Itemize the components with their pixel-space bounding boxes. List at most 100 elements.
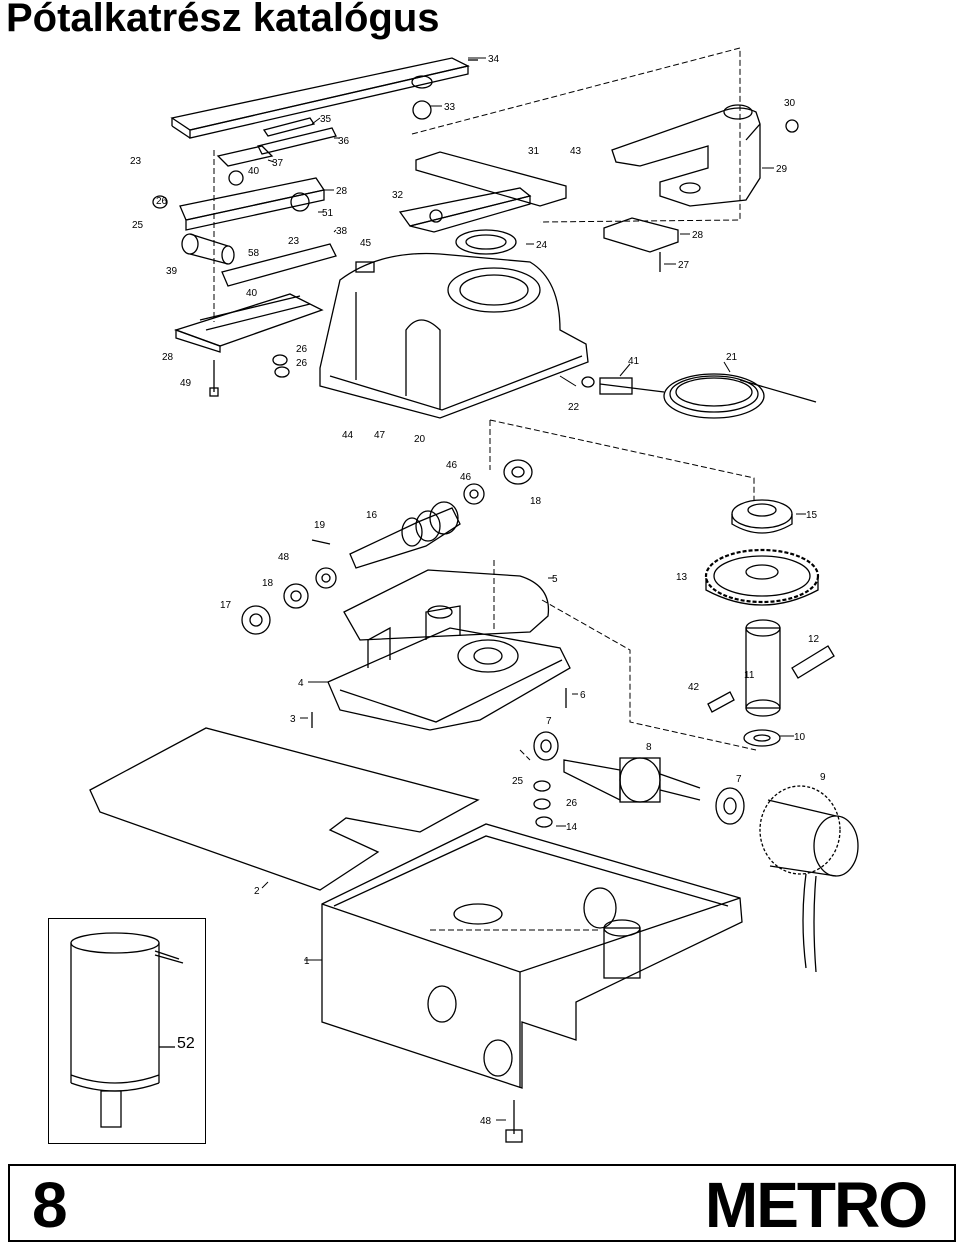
- motor-inset-box: 52: [48, 918, 206, 1144]
- label-3: 3: [290, 714, 296, 725]
- label-44: 44: [342, 430, 354, 441]
- pin-19: [311, 539, 331, 545]
- label-46b: 46: [460, 472, 472, 483]
- pin-42: [707, 691, 735, 713]
- screw-48: [505, 1100, 523, 1143]
- assembly-lines: [213, 47, 757, 931]
- label-14: 14: [566, 822, 578, 833]
- part-numbers: 34 33 35 36 37 40 23 28 51 25 38 23 58 3…: [130, 54, 826, 1127]
- label-1: 1: [304, 956, 310, 967]
- motor-52-drawing: [70, 932, 184, 1128]
- label-23a: 23: [130, 156, 142, 167]
- label-16: 16: [366, 510, 378, 521]
- label-43: 43: [570, 146, 582, 157]
- label-2: 2: [254, 886, 260, 897]
- brand-name: METRO: [704, 1169, 928, 1241]
- label-32: 32: [392, 190, 404, 201]
- bearing-7-right: [715, 787, 745, 825]
- shaft-11: [745, 619, 781, 717]
- label-30: 30: [784, 98, 796, 109]
- bracket-28: [603, 217, 679, 272]
- gasket-5: [343, 569, 550, 641]
- seal-46-top: [463, 483, 485, 505]
- base-rail-28: [173, 293, 324, 353]
- label-13: 13: [676, 572, 688, 583]
- label-11: 11: [744, 670, 755, 681]
- label-46a: 46: [446, 460, 458, 471]
- gear-13: [704, 548, 820, 606]
- label-7b: 7: [736, 774, 742, 785]
- rotor-8: [563, 757, 701, 803]
- page-footer: 8 METRO: [8, 1164, 956, 1242]
- bearing-10: [743, 729, 781, 747]
- label-49: 49: [180, 378, 192, 389]
- label-25b: 25: [512, 776, 524, 787]
- label-37: 37: [272, 158, 284, 169]
- label-39: 39: [166, 266, 178, 277]
- label-12: 12: [808, 634, 820, 645]
- cable-21: [599, 373, 817, 419]
- label-38: 38: [336, 226, 348, 237]
- label-26c: 26: [566, 798, 578, 809]
- label-26d: 26: [156, 196, 168, 207]
- label-27: 27: [678, 260, 690, 271]
- bearing-15: [731, 499, 793, 534]
- label-35: 35: [320, 114, 332, 125]
- label-9: 9: [820, 772, 826, 783]
- bearing-7-left: [533, 731, 559, 761]
- label-36: 36: [338, 136, 350, 147]
- label-7a: 7: [546, 716, 552, 727]
- label-18a: 18: [530, 496, 542, 507]
- base-box-1: [321, 823, 743, 1089]
- label-31: 31: [528, 146, 540, 157]
- label-22: 22: [568, 402, 580, 413]
- label-25a: 25: [132, 220, 144, 231]
- oring-22: [581, 376, 595, 388]
- mount-plate-28: [179, 170, 326, 231]
- label-48b: 48: [480, 1116, 492, 1127]
- label-41: 41: [628, 356, 640, 367]
- label-19: 19: [314, 520, 326, 531]
- label-40a: 40: [248, 166, 260, 177]
- bearing-18-left: [283, 583, 309, 609]
- label-10: 10: [794, 732, 806, 743]
- label-34: 34: [488, 54, 500, 65]
- label-28a: 28: [336, 186, 348, 197]
- washers-25-26: [152, 195, 290, 378]
- gasket-2: [89, 727, 480, 891]
- motor-9: [759, 785, 859, 973]
- top-arm-plate: [170, 57, 478, 139]
- block-37: [216, 145, 274, 167]
- bearing-17: [241, 605, 271, 635]
- label-26b: 26: [296, 358, 308, 369]
- label-45: 45: [360, 238, 372, 249]
- label-47: 47: [374, 430, 386, 441]
- label-15: 15: [806, 510, 818, 521]
- pin-12: [791, 645, 835, 679]
- seal-48: [315, 567, 337, 589]
- slide-plate-31: [398, 151, 567, 233]
- label-48a: 48: [278, 552, 290, 563]
- upper-housing-20: [319, 229, 589, 419]
- pin-39: [181, 233, 235, 265]
- screw-49: [209, 360, 219, 397]
- gearbox-4: [327, 605, 571, 731]
- label-23b: 23: [288, 236, 300, 247]
- label-40b: 40: [246, 288, 258, 299]
- exploded-parts-diagram: 34 33 35 36 37 40 23 28 51 25 38 23 58 3…: [89, 47, 859, 1143]
- clamp-plate-35: [257, 117, 337, 155]
- page-number: 8: [32, 1169, 68, 1241]
- label-17: 17: [220, 600, 232, 611]
- label-26a: 26: [296, 344, 308, 355]
- page-title: Pótalkatrész katalógus: [6, 0, 440, 40]
- arm-link-29: [611, 104, 761, 207]
- label-4: 4: [298, 678, 304, 689]
- label-21: 21: [726, 352, 738, 363]
- washers-14-25-26: [533, 780, 553, 828]
- worm-shaft-16: [349, 501, 461, 569]
- inset-part-label: 52: [177, 1035, 195, 1052]
- label-28b: 28: [162, 352, 174, 363]
- label-42: 42: [688, 682, 700, 693]
- label-28c: 28: [692, 230, 704, 241]
- label-5: 5: [552, 574, 558, 585]
